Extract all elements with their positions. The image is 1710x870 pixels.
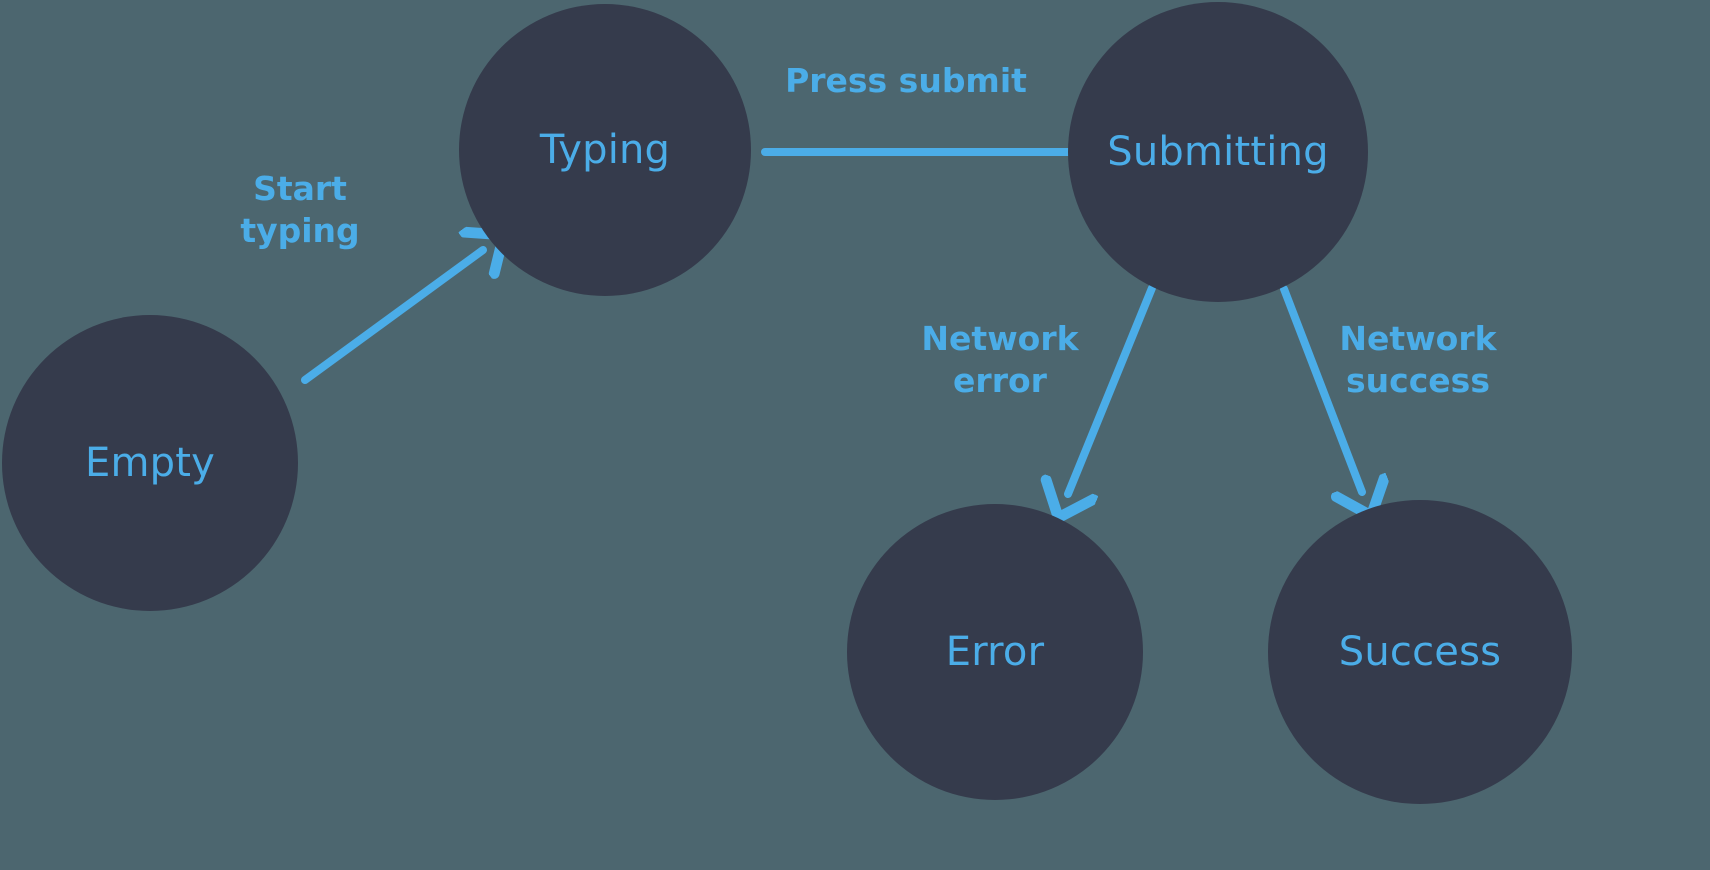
edge-start-typing bbox=[301, 250, 483, 384]
edge-label-network-error: Network error bbox=[921, 319, 1079, 400]
state-node-typing[interactable]: Typing bbox=[459, 4, 751, 296]
state-node-success[interactable]: Success bbox=[1268, 500, 1572, 804]
state-node-submitting[interactable]: Submitting bbox=[1068, 2, 1368, 302]
state-node-error[interactable]: Error bbox=[847, 504, 1143, 800]
edge-label-press-submit: Press submit bbox=[785, 61, 1027, 100]
state-label-success: Success bbox=[1338, 629, 1502, 675]
edge-label-start-typing: Start typing bbox=[240, 169, 360, 250]
edge-network-success bbox=[1280, 285, 1362, 492]
state-label-submitting: Submitting bbox=[1107, 129, 1329, 175]
edge-line-network-error bbox=[1068, 284, 1156, 494]
state-label-error: Error bbox=[945, 629, 1045, 675]
edge-line-network-success bbox=[1280, 285, 1362, 492]
edge-label-network-success: Network success bbox=[1339, 319, 1497, 400]
state-label-typing: Typing bbox=[539, 127, 671, 173]
edge-line-start-typing bbox=[301, 250, 483, 384]
state-label-empty: Empty bbox=[85, 440, 215, 486]
edge-network-error bbox=[1068, 284, 1156, 494]
state-node-empty[interactable]: Empty bbox=[2, 315, 298, 611]
